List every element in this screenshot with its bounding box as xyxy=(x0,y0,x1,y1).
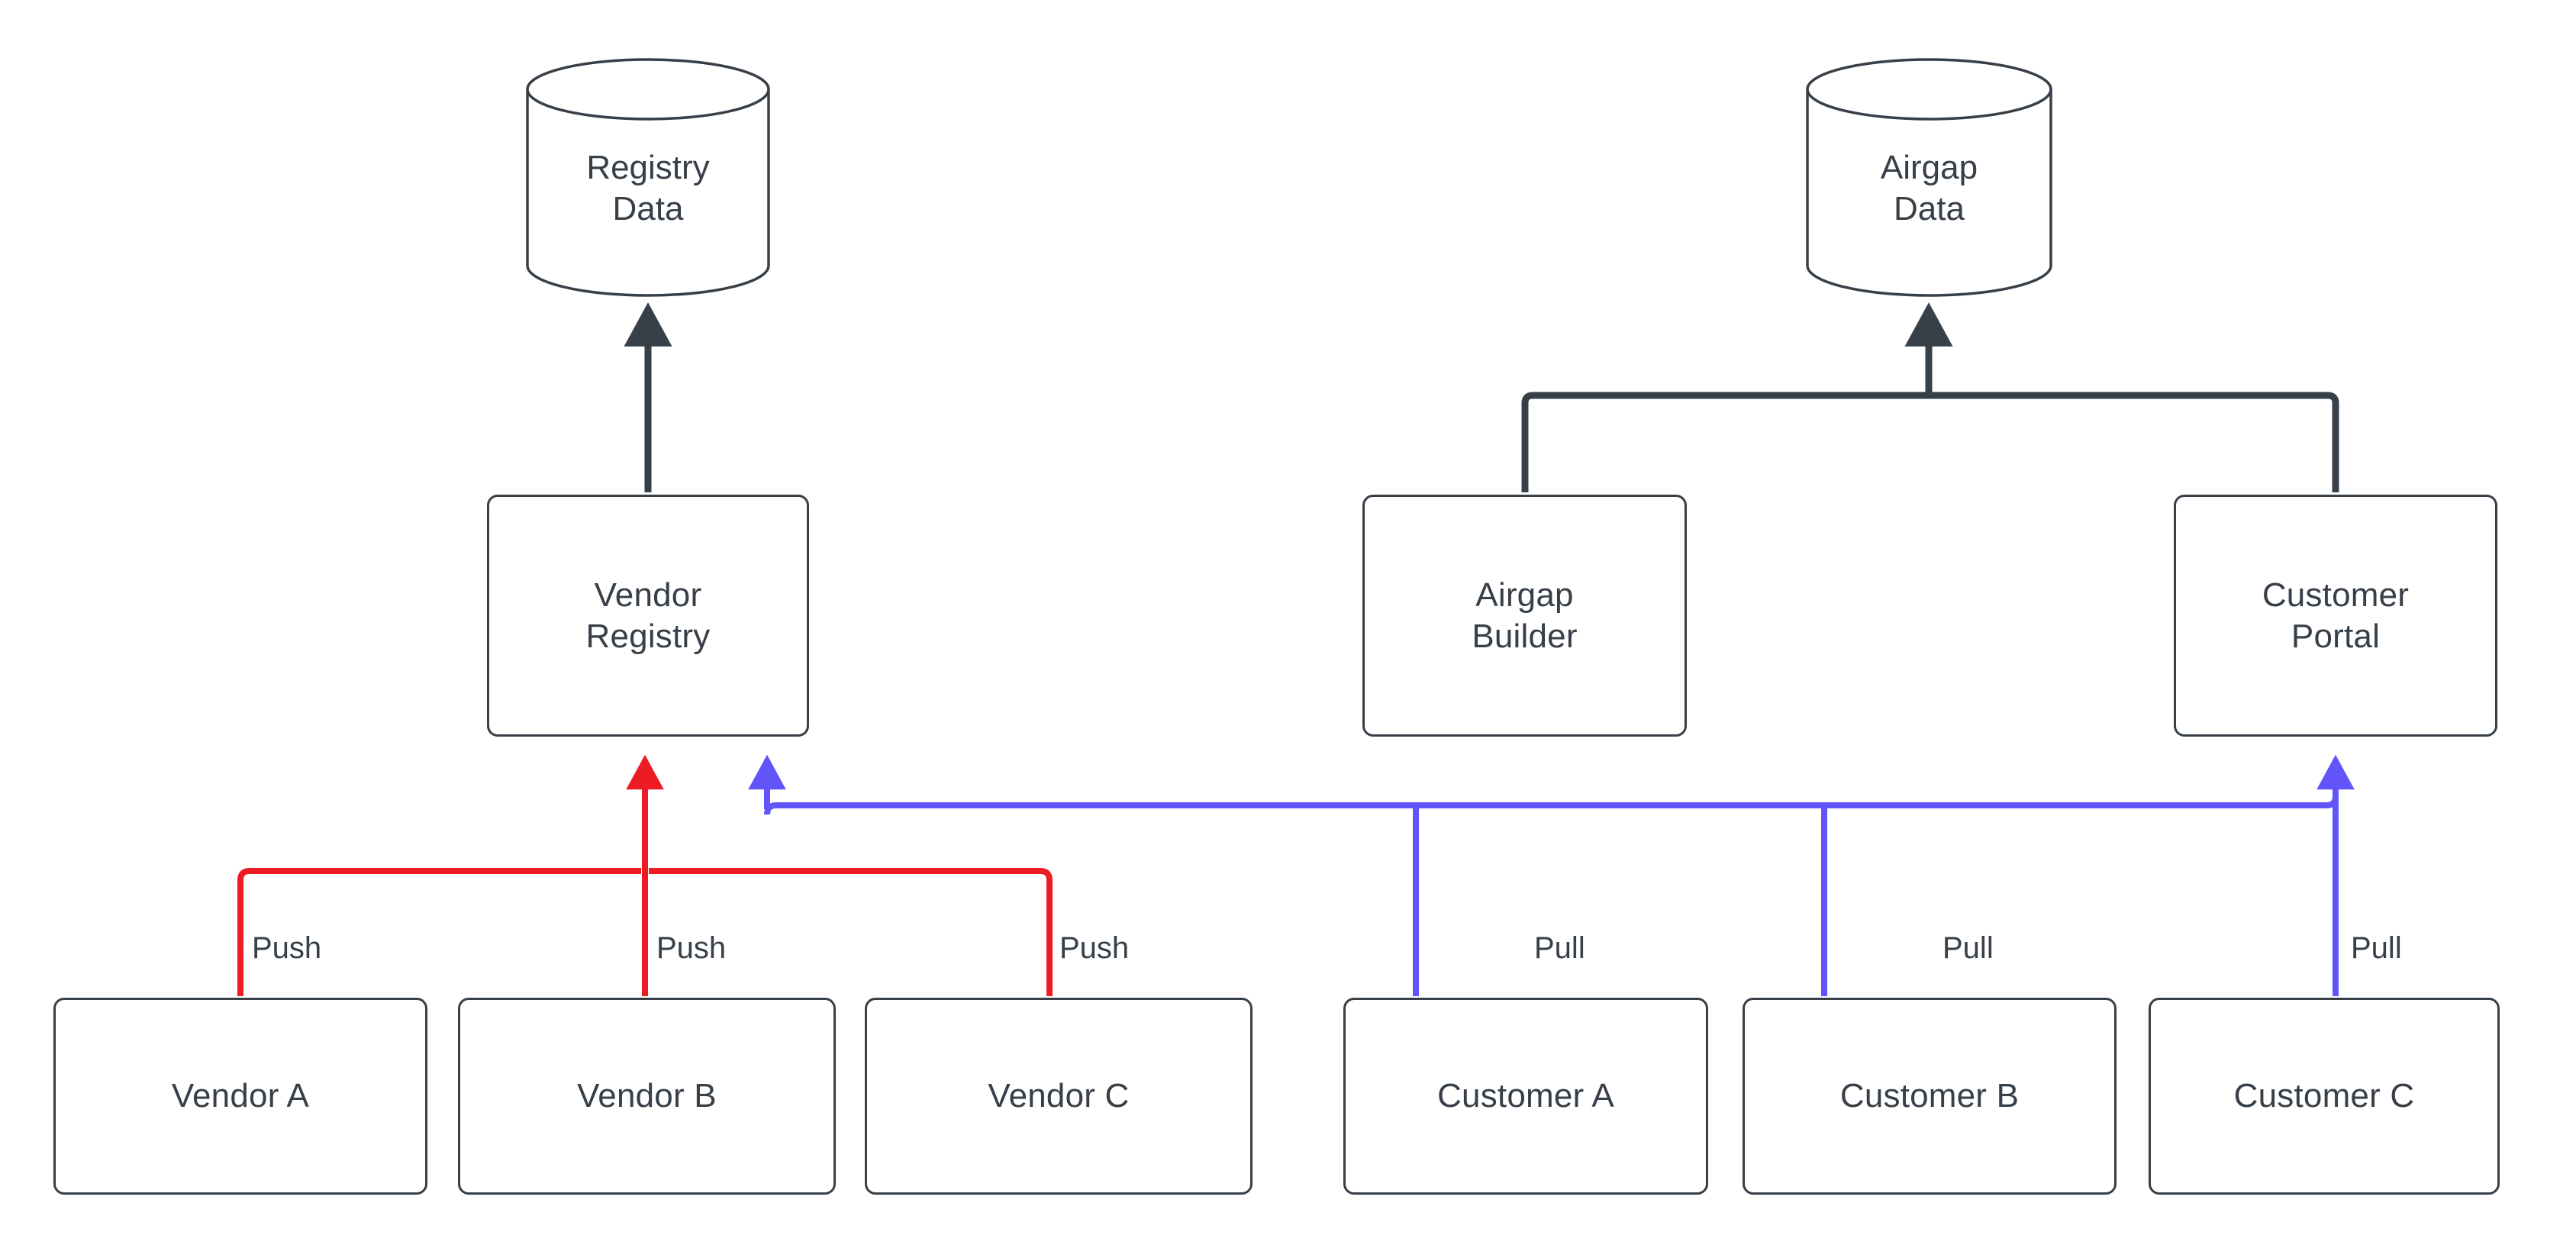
node-label: Vendor Registry xyxy=(585,576,711,655)
edge-vendor-a-push xyxy=(237,868,641,996)
edge-label-push-vendor-a: Push xyxy=(252,931,322,965)
node-vendor-a[interactable]: Vendor A xyxy=(53,998,427,1195)
node-label: Vendor A xyxy=(171,1077,310,1115)
edge-customer-portal-to-airgap-data xyxy=(1929,392,2339,492)
edge-label-push-vendor-c: Push xyxy=(1059,931,1130,965)
node-vendor-b[interactable]: Vendor B xyxy=(458,998,836,1195)
datastore-registry-data[interactable]: Registry Data xyxy=(525,57,771,298)
node-customer-b[interactable]: Customer B xyxy=(1743,998,2117,1195)
node-label: Vendor C xyxy=(988,1077,1130,1115)
node-label: Airgap Builder xyxy=(1472,576,1578,655)
node-customer-a[interactable]: Customer A xyxy=(1343,998,1708,1195)
edge-label-pull-customer-a: Pull xyxy=(1534,931,1585,965)
node-customer-portal[interactable]: Customer Portal xyxy=(2174,495,2497,737)
datastore-airgap-data[interactable]: Airgap Data xyxy=(1805,57,2053,298)
cylinder-shape-icon xyxy=(526,58,770,297)
edge-airgap-builder-to-airgap-data xyxy=(1521,392,1929,492)
edge-customer-b-pull xyxy=(1416,802,1827,996)
node-label: Customer B xyxy=(1839,1077,2020,1115)
node-label: Customer Portal xyxy=(2262,576,2410,655)
node-label: Customer C xyxy=(2233,1077,2415,1115)
node-vendor-registry[interactable]: Vendor Registry xyxy=(487,495,809,737)
node-customer-c[interactable]: Customer C xyxy=(2149,998,2500,1195)
node-label: Customer A xyxy=(1437,1077,1614,1115)
edge-label-push-vendor-b: Push xyxy=(656,931,727,965)
edge-pull-bus-right-span xyxy=(1824,795,2339,808)
edge-pull-bus-left-corner xyxy=(764,802,1416,815)
cylinder-shape-icon xyxy=(1806,58,2052,297)
edge-label-pull-customer-b: Pull xyxy=(1942,931,1994,965)
edge-label-pull-customer-c: Pull xyxy=(2351,931,2402,965)
node-airgap-builder[interactable]: Airgap Builder xyxy=(1362,495,1687,737)
datastore-label: Airgap Data xyxy=(1880,148,1978,227)
datastore-label: Registry Data xyxy=(586,148,710,227)
node-vendor-c[interactable]: Vendor C xyxy=(865,998,1253,1195)
node-label: Vendor B xyxy=(577,1077,717,1115)
edge-vendor-c-push xyxy=(649,868,1053,996)
